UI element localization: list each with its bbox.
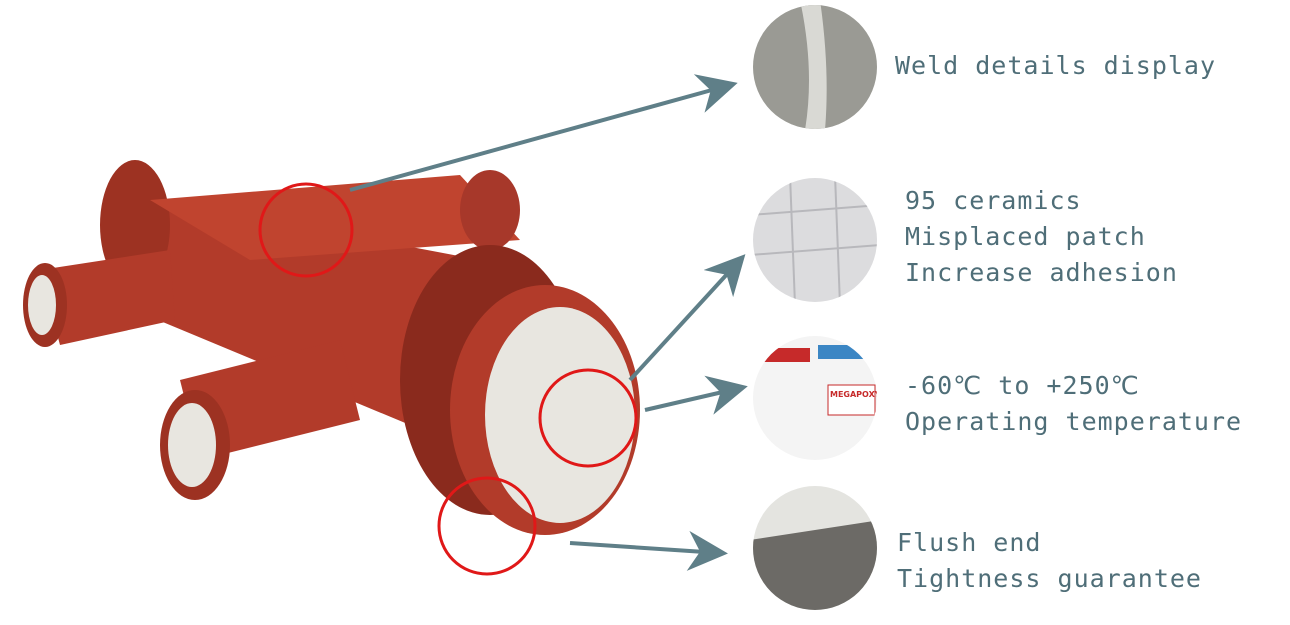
- caption-line: Misplaced patch: [905, 222, 1146, 251]
- highlight-circles: [258, 182, 638, 576]
- caption-line: Operating temperature: [905, 407, 1243, 436]
- ceramics-caption: 95 ceramics Misplaced patch Increase adh…: [905, 183, 1178, 291]
- weld-caption: Weld details display: [895, 48, 1216, 84]
- caption-line: -60℃ to +250℃: [905, 371, 1140, 400]
- ceramic-tiles-thumbnail: [753, 178, 877, 302]
- flush-end-thumbnail: [753, 486, 877, 610]
- bucket-label-text: MEGAPOXY: [830, 390, 881, 399]
- caption-line: 95 ceramics: [905, 186, 1082, 215]
- pointer-arrows: [349, 74, 748, 571]
- lined-pipe-tee: [23, 160, 640, 535]
- caption-line: Flush end: [897, 528, 1042, 557]
- flush-end-caption: Flush end Tightness guarantee: [897, 525, 1202, 597]
- caption-line: Weld details display: [895, 51, 1217, 80]
- caption-line: Increase adhesion: [905, 258, 1178, 287]
- caption-line: Tightness guarantee: [897, 564, 1202, 593]
- adhesive-buckets-thumbnail: MEGAPOXY: [753, 336, 881, 460]
- weld-thumbnail: [753, 5, 877, 129]
- temperature-caption: -60℃ to +250℃ Operating temperature: [905, 368, 1242, 440]
